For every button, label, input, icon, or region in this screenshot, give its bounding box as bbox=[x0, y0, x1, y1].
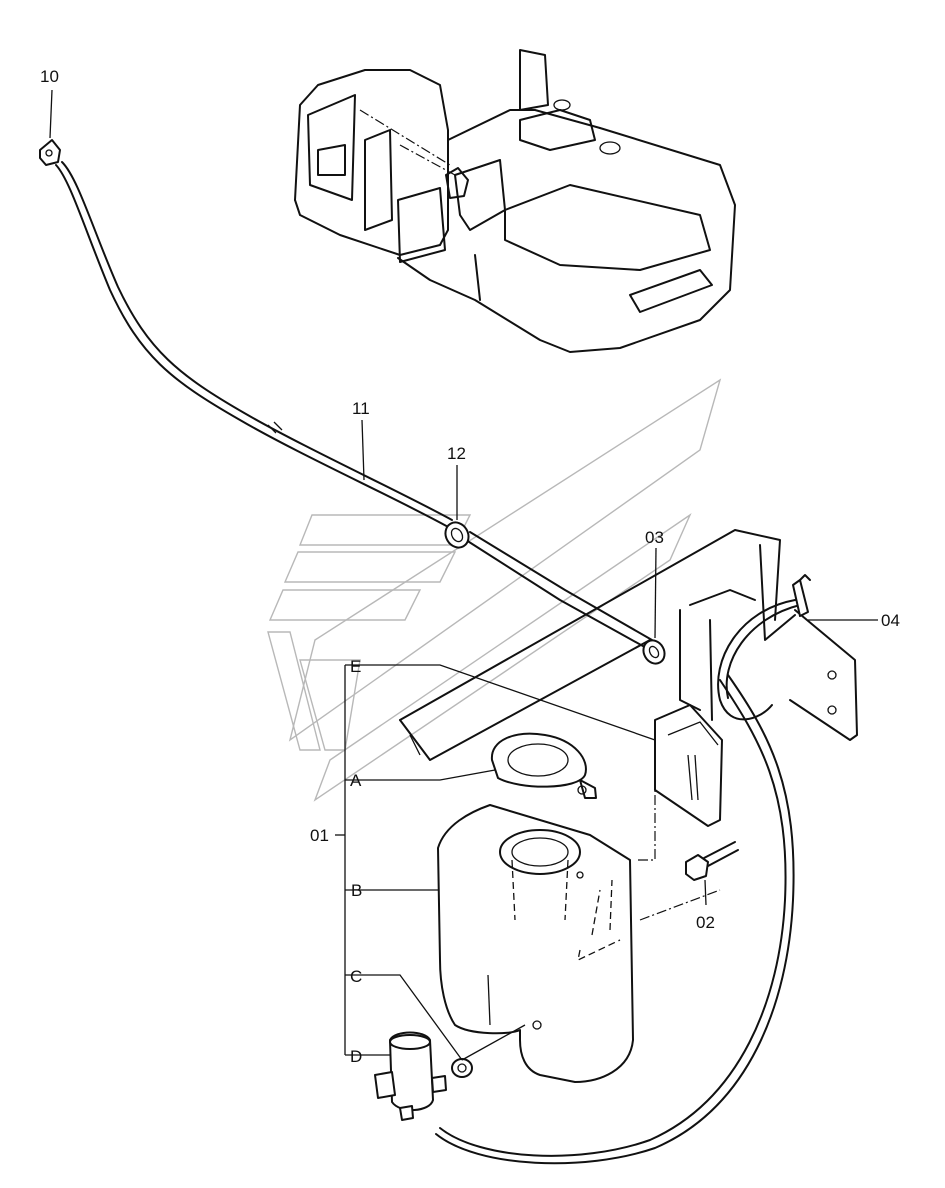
subpart-label-d: D bbox=[350, 1047, 362, 1066]
part-11-hose bbox=[55, 161, 653, 651]
callout-10: 10 bbox=[40, 67, 59, 86]
mounting-bracket bbox=[399, 529, 858, 761]
subpart-label-e: E bbox=[350, 657, 361, 676]
part-12-grommet bbox=[444, 521, 470, 549]
subpart-label-c: C bbox=[350, 967, 362, 986]
callout-01: 01 bbox=[310, 826, 329, 845]
callout-04: 04 bbox=[881, 611, 900, 630]
subpart-e-bracket bbox=[654, 704, 723, 827]
subpart-label-b: B bbox=[351, 881, 362, 900]
callout-12: 12 bbox=[447, 444, 466, 463]
subpart-b-tank bbox=[437, 804, 634, 1083]
subpart-d-pump bbox=[374, 1031, 447, 1121]
part-10-nozzle bbox=[39, 139, 61, 166]
subpart-label-a: A bbox=[350, 771, 362, 790]
excavator-overview bbox=[294, 49, 736, 353]
watermark-logo bbox=[267, 378, 722, 802]
leader-lines bbox=[49, 89, 878, 1061]
subpart-a-cap bbox=[490, 732, 597, 799]
part-03-grommet bbox=[642, 639, 666, 665]
subpart-c-grommet bbox=[451, 1058, 473, 1078]
pump-hose bbox=[435, 674, 795, 1165]
part-02-bolt bbox=[685, 841, 739, 881]
callout-02: 02 bbox=[696, 913, 715, 932]
callout-11: 11 bbox=[352, 399, 370, 418]
callout-03: 03 bbox=[645, 528, 664, 547]
